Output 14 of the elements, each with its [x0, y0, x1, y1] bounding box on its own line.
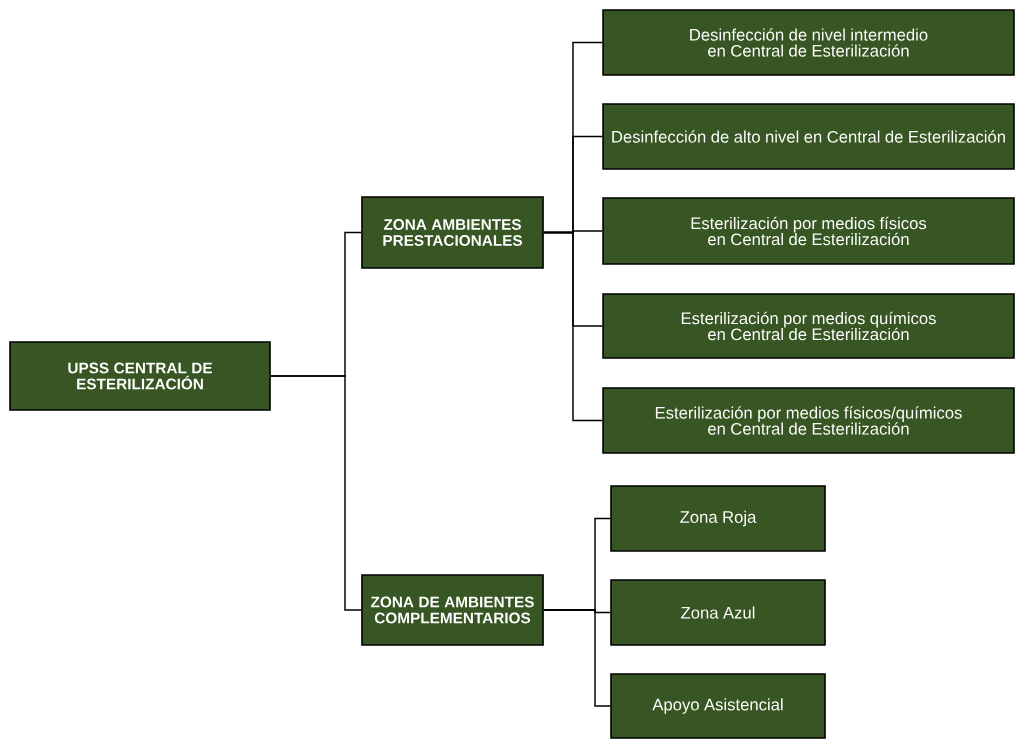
zone-box: ZONA AMBIENTES PRESTACIONALES [361, 196, 544, 269]
area-box: Zona Roja [610, 485, 826, 552]
connector-line [543, 231, 603, 422]
root-box: UPSS CENTRAL DE ESTERILIZACIÓN [9, 341, 271, 411]
connector-line [543, 609, 611, 707]
area-box: Zona Azul [610, 579, 826, 646]
connector-line [270, 375, 362, 611]
area-box: Apoyo Asistencial [610, 673, 826, 739]
area-box: Esterilización por medios químicos en Central de Esterilización [602, 293, 1015, 359]
area-box: Desinfección de nivel intermedio en Central de Esterilización [602, 9, 1015, 76]
zone-box: ZONA DE AMBIENTES COMPLEMENTARIOS [361, 574, 544, 646]
area-box: Esterilización por medios físicos en Central de Esterilización [602, 197, 1015, 265]
area-box: Desinfección de alto nivel en Central de Esterilización [602, 103, 1015, 170]
area-box: Esterilización por medios físicos/químicos en Central de Esterilización [602, 387, 1015, 454]
